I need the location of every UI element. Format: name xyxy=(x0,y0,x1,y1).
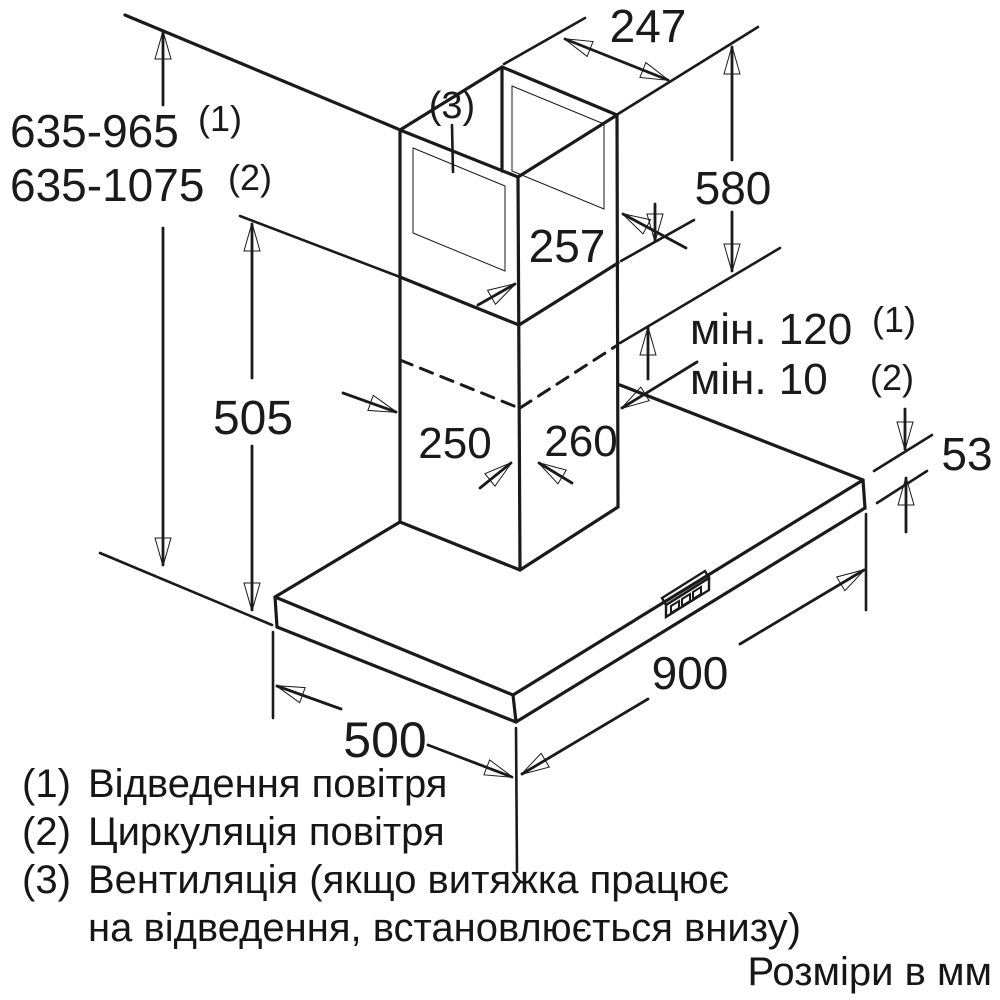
ext-joint-left xyxy=(238,214,402,279)
vent-grille-left xyxy=(412,147,506,272)
hood-back-left-edge xyxy=(273,520,402,599)
dim-260-outer-arrow xyxy=(622,360,699,408)
hood-back-right-edge xyxy=(618,383,865,482)
control-button xyxy=(692,585,702,601)
legend-item-number: (2) xyxy=(22,810,71,854)
duct-top-front-left-edge xyxy=(398,128,520,179)
legend-item-text: Вентиляція (якщо витяжка працює xyxy=(88,858,730,902)
dim-900-right xyxy=(738,570,864,646)
units-note: Розміри в мм xyxy=(747,950,992,994)
dim-260-label: 260 xyxy=(544,417,617,466)
legend-item-text: Відведення повітря xyxy=(88,762,448,806)
vent-grille-right xyxy=(511,85,605,210)
ext-duct-top-right xyxy=(616,25,760,116)
control-button xyxy=(681,592,691,608)
chimney-duct-outline xyxy=(123,13,620,572)
hood-control-panel xyxy=(660,569,711,620)
hood-right-tip-edge xyxy=(861,478,867,510)
control-button xyxy=(670,599,680,615)
dim-min120-label: мін. 120 xyxy=(690,305,852,354)
duct-right-edge xyxy=(615,113,620,509)
extension-lines xyxy=(98,16,934,874)
ext-53-bottom xyxy=(875,469,929,505)
dim-min10-label: мін. 10 xyxy=(690,355,828,404)
legend-item-text: на відведення, встановлюється внизу) xyxy=(88,906,801,950)
legend-item-text: Циркуляція повітря xyxy=(88,810,445,854)
dimension-lines xyxy=(163,30,906,779)
dim-900-left xyxy=(522,697,650,774)
hood-front-corner-edge xyxy=(511,693,518,724)
dim-500-left xyxy=(277,684,343,711)
dim-257-inner-arrow xyxy=(476,282,515,307)
ext-53-top xyxy=(872,433,934,473)
overlap-dashed-left xyxy=(398,358,521,410)
duct-top-front-right-edge xyxy=(516,113,619,179)
duct-top-back-right-edge xyxy=(500,65,619,117)
vent-ref-label: (3) xyxy=(429,85,475,127)
dim-260-inner-arrow xyxy=(539,463,574,483)
overlap-dashed-right xyxy=(518,344,618,410)
dim-247 xyxy=(565,37,668,82)
hood-band-bottom-left xyxy=(275,625,518,724)
ext-front-corner xyxy=(514,726,519,874)
legend-item-number: (3) xyxy=(22,858,71,902)
duct-top-back-left-edge xyxy=(398,65,504,132)
hood-left-tip-edge xyxy=(273,595,279,629)
ext-hood-bottom-left xyxy=(98,551,274,627)
hood-body-outline xyxy=(273,383,867,724)
dim-min10-ref: (2) xyxy=(870,357,914,398)
duct-section-joint-left xyxy=(398,275,521,327)
hood-front-right-edge xyxy=(511,478,865,697)
dim-247-label: 247 xyxy=(610,0,687,52)
dim-505-label: 505 xyxy=(213,392,293,445)
vent-leader-line xyxy=(450,123,455,174)
duct-base-left xyxy=(398,520,522,572)
dim-250-label: 250 xyxy=(418,419,491,468)
height-range-1-ref: (1) xyxy=(198,98,242,139)
dim-900-label: 900 xyxy=(652,647,729,699)
duct-section-joint-right xyxy=(517,261,620,327)
dim-500-label: 500 xyxy=(343,712,426,768)
height-range-1-label: 635-965 xyxy=(10,105,179,157)
dim-53-label: 53 xyxy=(941,428,992,480)
height-range-2-label: 635-1075 xyxy=(10,159,204,211)
dim-250-inner-arrow xyxy=(478,463,511,490)
duct-base-right xyxy=(518,505,620,572)
control-panel-top xyxy=(660,569,711,607)
legend-item-number: (1) xyxy=(22,762,71,806)
height-range-2-ref: (2) xyxy=(228,157,272,198)
dim-500-right xyxy=(426,743,512,779)
hood-band-bottom-right xyxy=(514,506,867,724)
duct-front-edge xyxy=(516,175,522,572)
dim-250-outer-arrow xyxy=(341,391,396,414)
dim-min120-ref: (1) xyxy=(872,299,916,340)
dim-257-label: 257 xyxy=(529,220,606,272)
dim-580-label: 580 xyxy=(695,162,772,214)
dimension-labels: 635-965 (1) 635-1075 (2) 247 580 257 (3)… xyxy=(10,0,993,768)
ext-joint-right xyxy=(619,218,696,263)
hood-front-left-edge xyxy=(273,595,515,697)
ext-247-left xyxy=(502,16,587,66)
